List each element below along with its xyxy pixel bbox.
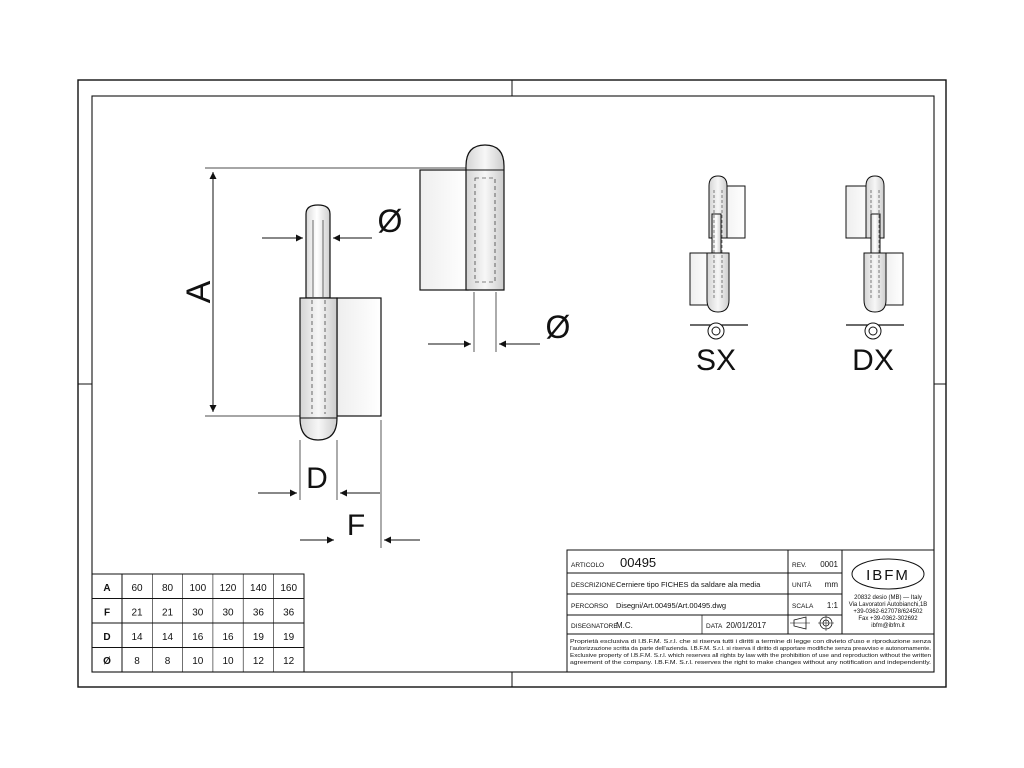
table-cell: 16: [192, 632, 204, 643]
table-cell: 100: [189, 583, 206, 594]
table-cell: 12: [253, 656, 265, 667]
dimension-f: [300, 420, 420, 548]
table-cell: 36: [283, 608, 295, 619]
table-cell: 80: [162, 583, 174, 594]
data-value: 20/01/2017: [726, 621, 767, 630]
hinge-side-view: [419, 144, 505, 291]
table-cell: 8: [134, 656, 140, 667]
logo-text: IBFM: [866, 567, 910, 584]
table-cell: 10: [192, 656, 204, 667]
table-cell: 12: [283, 656, 295, 667]
legal-line: l'autorizzazione scritta da parte dell'a…: [570, 646, 931, 652]
table-cell: 120: [220, 583, 237, 594]
sx-hinge-view: [689, 175, 748, 340]
rev-value: 0001: [820, 560, 838, 569]
dx-label: DX: [852, 344, 894, 377]
dimension-a-label: A: [180, 280, 218, 303]
table-cell: 8: [165, 656, 171, 667]
table-cell: 14: [162, 632, 174, 643]
table-cell: 19: [283, 632, 295, 643]
table-cell: 10: [222, 656, 234, 667]
dimension-f-label: F: [347, 509, 365, 542]
unita-label: UNITÀ: [792, 580, 812, 589]
projection-symbol-icon: [790, 615, 834, 631]
table-row-label: A: [103, 583, 110, 594]
sx-label: SX: [696, 344, 736, 377]
table-cell: 16: [222, 632, 234, 643]
ibfm-logo-icon: [851, 558, 925, 590]
descrizione-value: Cerniere tipo FICHES da saldare ala medi…: [616, 580, 761, 589]
hinge-front-view: [299, 204, 382, 441]
articolo-value: 00495: [620, 555, 656, 570]
rev-label: REV.: [792, 562, 807, 569]
disegnatore-label: DISEGNATORE: [571, 623, 618, 630]
percorso-value: Disegni/Art.00495/Art.00495.dwg: [616, 601, 726, 610]
table-row-label: D: [103, 632, 110, 643]
scala-label: SCALA: [792, 603, 814, 610]
dimension-a: [205, 167, 470, 417]
disegnatore-value: M.C.: [616, 621, 633, 630]
dimension-diameter-right: [428, 292, 540, 352]
table-cell: 19: [253, 632, 265, 643]
size-table: A 60 80 100 120 140 160 F 21 21 30 30 36…: [91, 573, 305, 673]
dimension-d-label: D: [306, 462, 328, 495]
dimension-d: [258, 440, 380, 500]
articolo-label: ARTICOLO: [571, 562, 604, 569]
table-cell: 60: [131, 583, 143, 594]
descrizione-label: DESCRIZIONE: [571, 582, 616, 589]
table-cell: 30: [192, 608, 204, 619]
table-cell: 36: [253, 608, 265, 619]
unita-value: mm: [825, 580, 839, 589]
company-line: Via Lavoratori Autobianchi,1B: [849, 602, 928, 608]
scala-value: 1:1: [827, 601, 839, 610]
table-cell: 160: [280, 583, 297, 594]
company-line: +39-0362-627078/624502: [853, 609, 923, 615]
legal-line: Proprietà esclusiva di I.B.F.M. S.r.l. c…: [570, 639, 931, 645]
dx-hinge-view: [845, 175, 904, 340]
data-label: DATA: [706, 623, 723, 630]
company-line: Fax +39-0362-302692: [858, 616, 918, 622]
table-row-label: F: [104, 608, 110, 619]
legal-line: Exclusive property of I.B.F.M. S.r.l. wh…: [570, 653, 931, 659]
title-block: ARTICOLO 00495 REV. 0001 DESCRIZIONE Cer…: [566, 549, 935, 673]
dimension-diameter-top-label: Ø: [378, 203, 403, 239]
table-cell: 30: [222, 608, 234, 619]
company-line: ibfm@ibfm.it: [871, 623, 905, 629]
table-cell: 21: [162, 608, 174, 619]
drawing-frame: [77, 79, 947, 688]
table-cell: 140: [250, 583, 267, 594]
legal-line: agreement of the company. I.B.F.M. S.r.l…: [570, 660, 931, 666]
dimension-diameter-right-label: Ø: [546, 309, 571, 345]
percorso-label: PERCORSO: [571, 603, 608, 610]
table-row-label: Ø: [103, 656, 111, 667]
company-line: 20832 desio (MB) — Italy: [854, 595, 922, 601]
table-cell: 14: [131, 632, 143, 643]
table-cell: 21: [131, 608, 143, 619]
